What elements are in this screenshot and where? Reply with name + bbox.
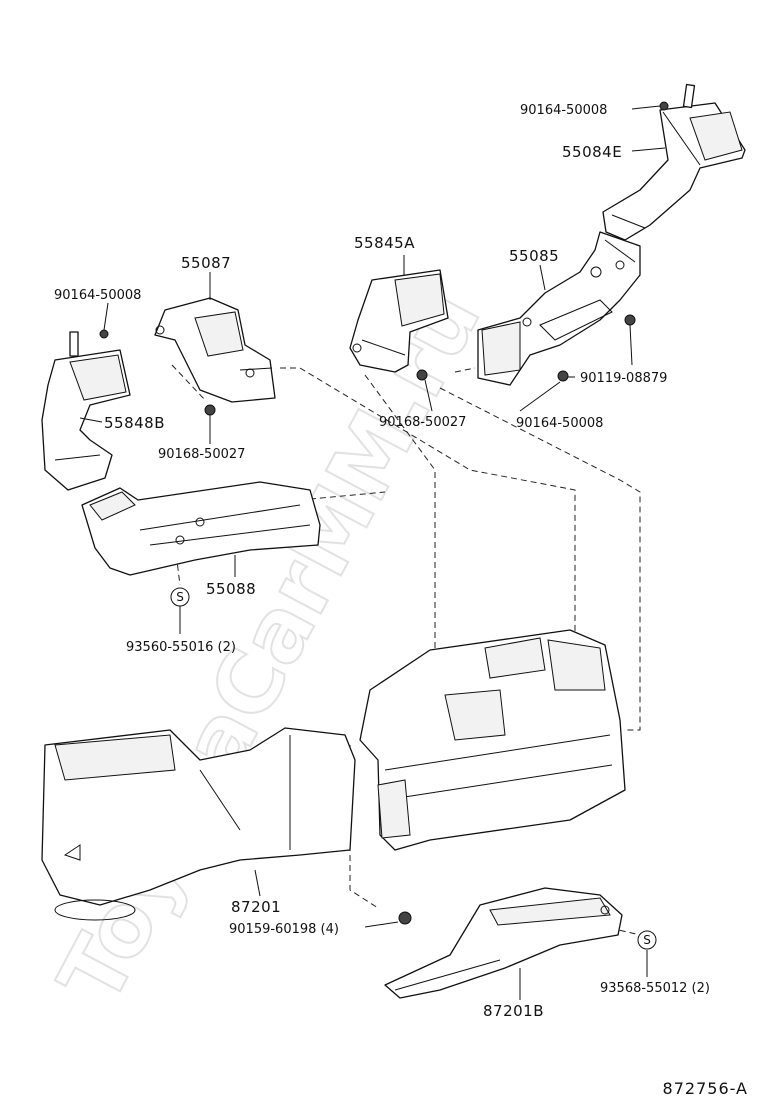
bolt-icon xyxy=(624,314,636,326)
s-mark-text: S xyxy=(176,590,184,604)
label-55845A: 55845A xyxy=(354,234,415,252)
label-93560: 93560-55016 (2) xyxy=(126,640,236,655)
duct-87201 xyxy=(41,727,356,921)
s-mark-text: S xyxy=(643,933,651,947)
standard-part-markers: S S xyxy=(170,587,657,950)
duct-55845A xyxy=(349,269,449,373)
part-labels: 55084E 55845A 55085 55087 55848B 55088 8… xyxy=(104,143,622,1020)
label-90168-left: 90168-50027 xyxy=(158,447,245,462)
screw-icon xyxy=(416,369,428,381)
label-55848B: 55848B xyxy=(104,414,165,432)
screw-icon xyxy=(557,370,569,382)
label-87201: 87201 xyxy=(231,898,281,916)
leader-lines xyxy=(79,105,666,1000)
s-mark-icon xyxy=(637,930,657,950)
label-55088: 55088 xyxy=(206,580,256,598)
fastener-labels: 90164-50008 90164-50008 90168-50027 9016… xyxy=(54,103,710,996)
label-55085: 55085 xyxy=(509,247,559,265)
label-90164-mid: 90164-50008 xyxy=(516,416,603,431)
duct-55084E xyxy=(602,83,746,241)
main-air-unit xyxy=(359,629,626,851)
label-90168-mid: 90168-50027 xyxy=(379,415,466,430)
diagram-catalog-id: 872756-A xyxy=(662,1079,748,1098)
duct-87201B xyxy=(384,887,623,999)
duct-55085 xyxy=(477,231,641,386)
screw-icon xyxy=(99,329,109,339)
label-90159: 90159-60198 (4) xyxy=(229,922,339,937)
screw-icon xyxy=(204,404,216,416)
fastener-icons xyxy=(99,101,669,925)
label-87201B: 87201B xyxy=(483,1002,544,1020)
bolt-icon xyxy=(398,911,412,925)
label-90164-top: 90164-50008 xyxy=(520,103,607,118)
label-55087: 55087 xyxy=(181,254,231,272)
label-90119: 90119-08879 xyxy=(580,371,667,386)
label-93568: 93568-55012 (2) xyxy=(600,981,710,996)
duct-55087 xyxy=(154,297,276,403)
screw-icon xyxy=(659,101,669,111)
label-55084E: 55084E xyxy=(562,143,622,161)
alignment-lines xyxy=(171,364,641,936)
duct-55088 xyxy=(81,481,321,576)
duct-55848B xyxy=(41,331,131,491)
label-90164-left: 90164-50008 xyxy=(54,288,141,303)
